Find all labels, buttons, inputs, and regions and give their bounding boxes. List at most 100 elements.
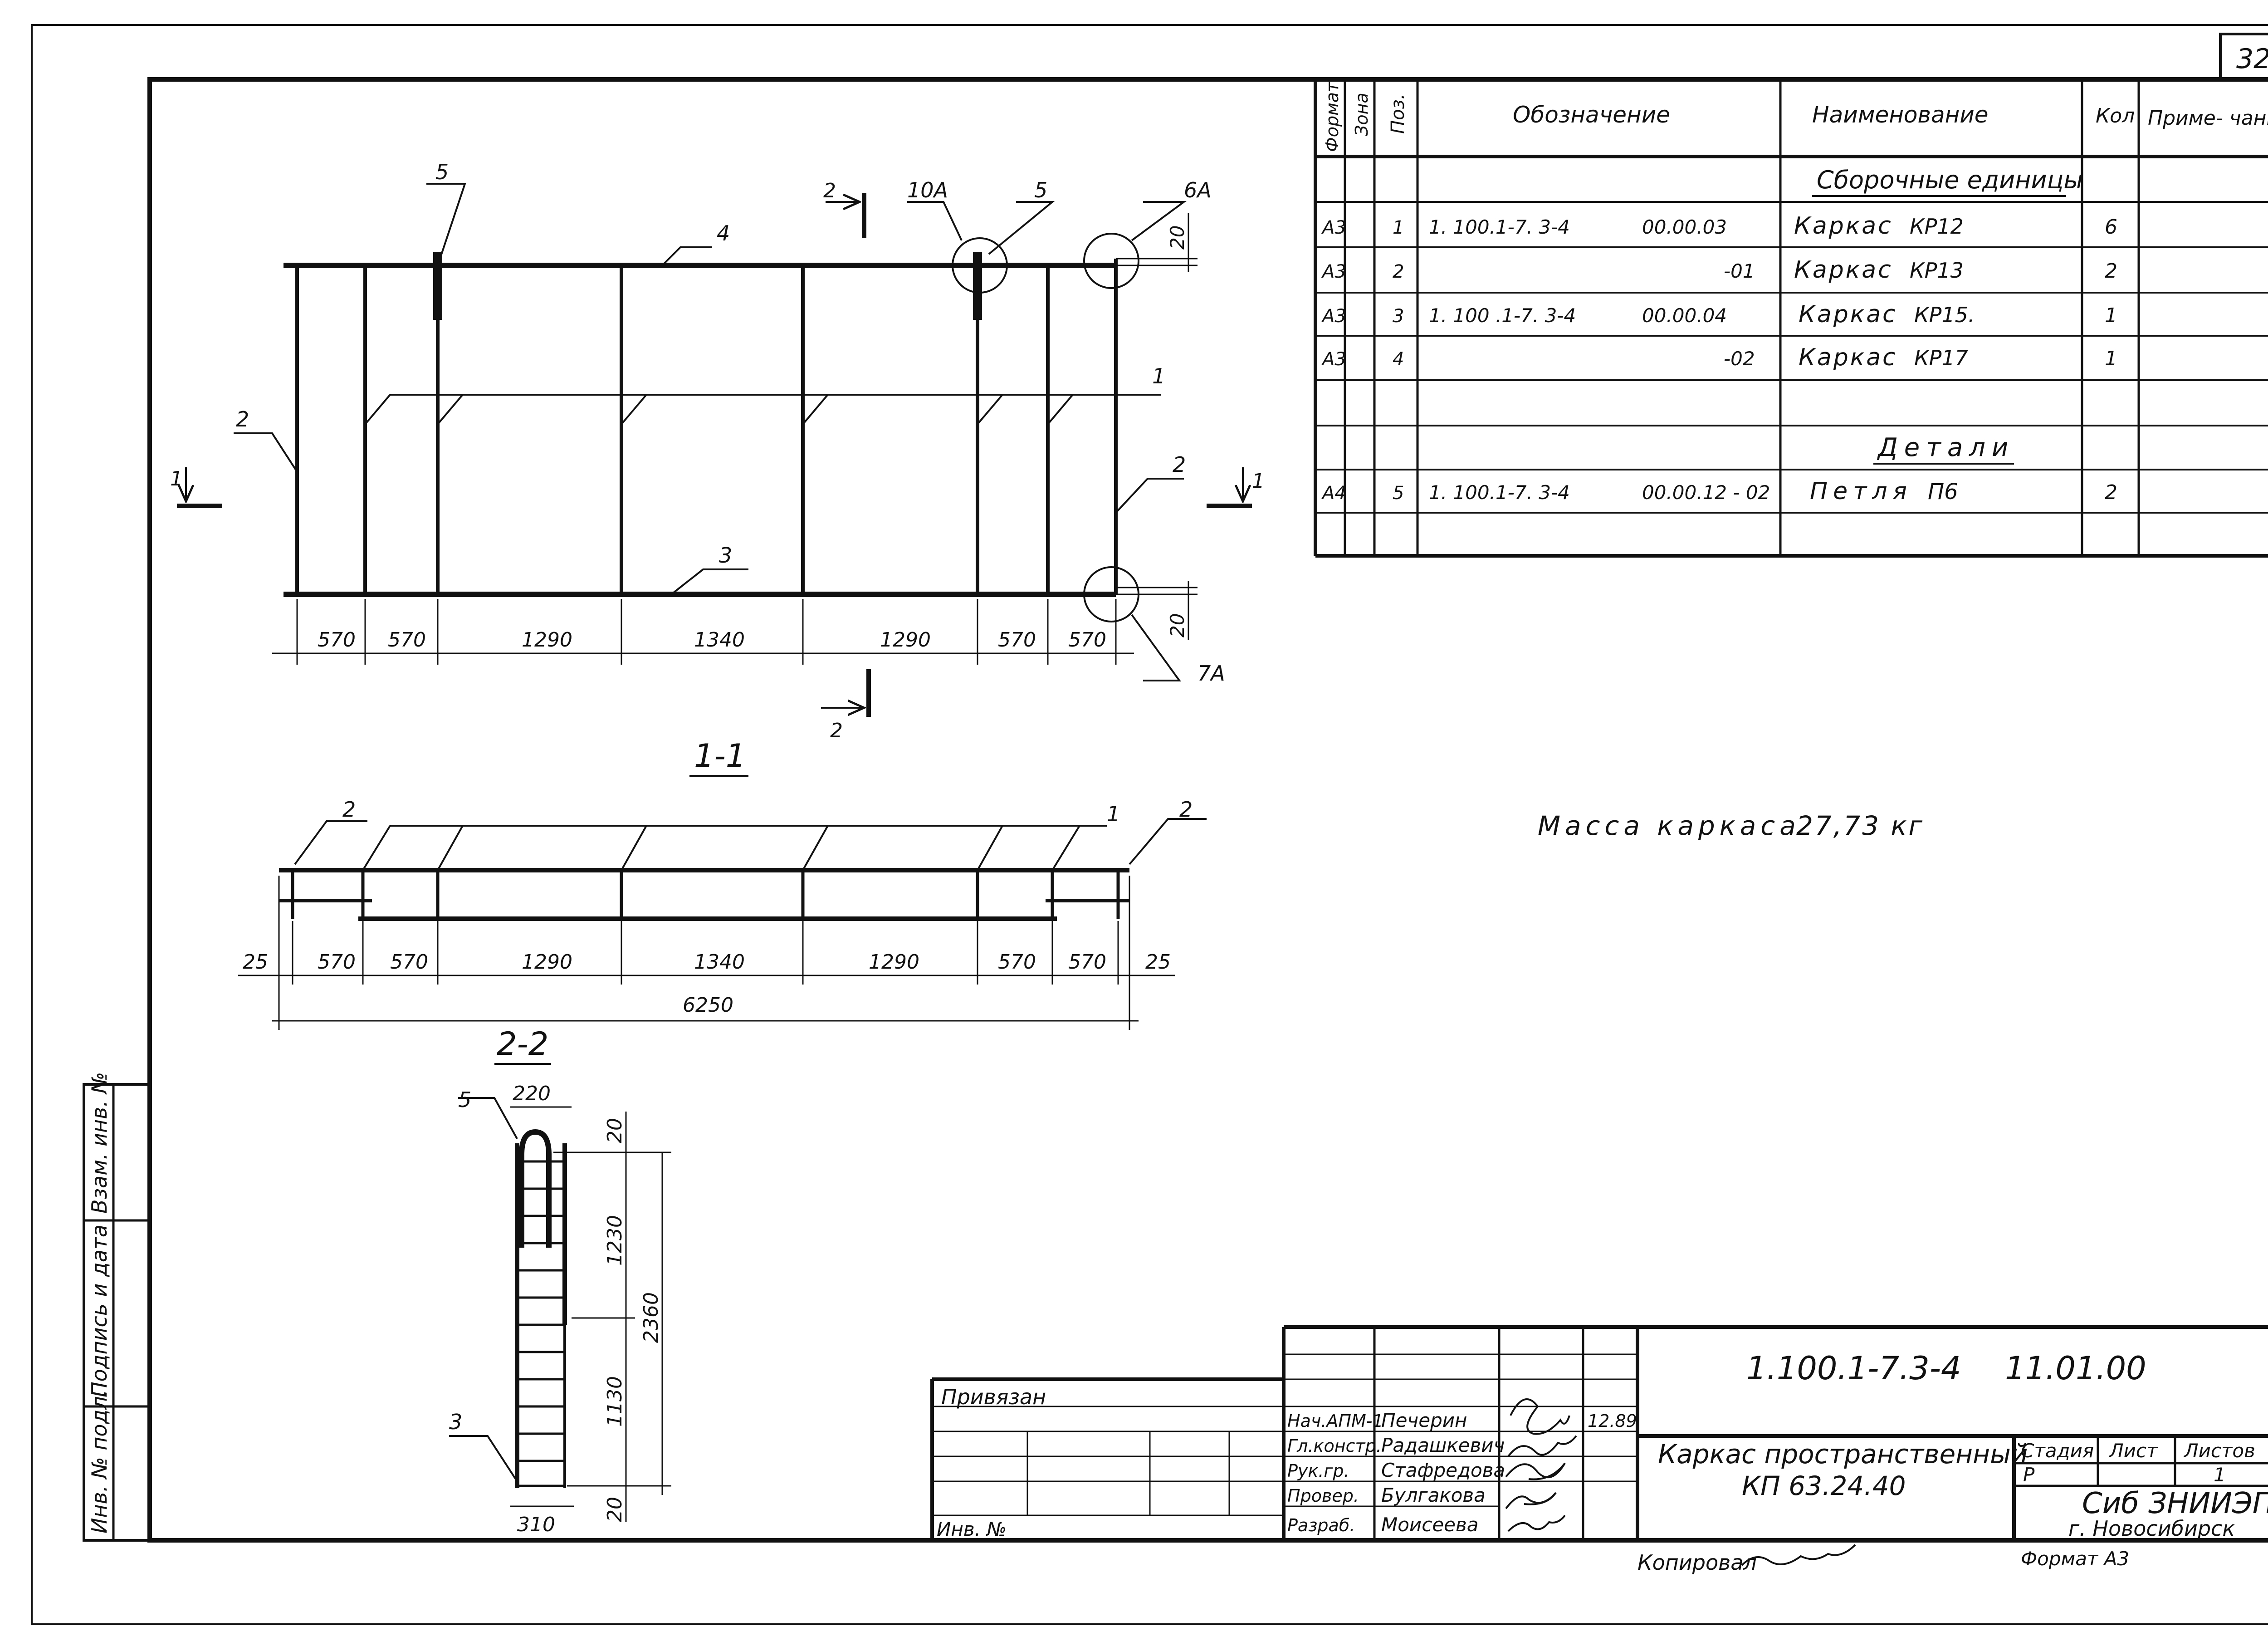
row3-qty: 1 (2105, 304, 2117, 327)
row1-pos: 1 (1393, 217, 1404, 238)
signatures (1505, 1398, 1577, 1532)
s22-dim-20-bottom: 20 (603, 1497, 626, 1522)
row5-name: Петля (1810, 478, 1912, 505)
s22-dim-1130: 1130 (603, 1376, 626, 1427)
plan-callout-6a: 6А (1184, 178, 1212, 202)
row1-code: 1. 100.1-7. 3-4 (1429, 216, 1570, 238)
tb-city: г. Новосибирск (2068, 1516, 2235, 1541)
hdr-zone: Зона (1352, 93, 1372, 136)
hdr-format: Формат (1322, 81, 1342, 152)
s11-dim-7: 570 (998, 950, 1036, 974)
plan-dim-3: 1290 (522, 628, 572, 652)
s11-dim-6: 1290 (869, 950, 919, 974)
row4-pos: 4 (1393, 349, 1404, 370)
tb-role-1: Нач.АПМ-1 (1287, 1411, 1383, 1431)
section-marker-2-top: 2 (823, 179, 836, 202)
s11-dim-8: 570 (1068, 950, 1106, 974)
plan-dim-20-top: 20 (1166, 225, 1188, 250)
s22-callout-5: 5 (458, 1088, 471, 1112)
tb-inv: Инв. № (937, 1518, 1007, 1540)
section-marker-1-right: 1 (1252, 470, 1265, 493)
plan-callout-5: 5 (435, 160, 449, 184)
stamp-sign-label: Подпись и дата (87, 1225, 112, 1397)
plan-view: 5 4 2 1 2 3 10А 5 6А 7А 20 20 570 570 12… (170, 160, 1265, 742)
section-marker-2-bottom: 2 (830, 719, 843, 742)
s22-dim-20-top: 20 (603, 1118, 626, 1143)
plan-callout-2-right: 2 (1173, 452, 1186, 477)
outer-border (31, 24, 2268, 1625)
row1-qty: 6 (2105, 216, 2117, 239)
hdr-pos: Поз. (1388, 93, 1408, 134)
plan-callout-5b: 5 (1034, 178, 1047, 202)
s22-dim-1230: 1230 (603, 1215, 626, 1266)
tb-sheets-value: 1 (2214, 1464, 2226, 1486)
stamp-replace-label: Взам. инв. № (87, 1072, 112, 1214)
plan-callout-1: 1 (1152, 364, 1165, 388)
hdr-note: Приме- чание (2148, 107, 2268, 130)
plan-callout-2-left: 2 (236, 407, 249, 431)
tb-name-3: Стафредова (1381, 1459, 1505, 1481)
tb-format: Формат А3 (2021, 1548, 2129, 1570)
tb-sheets-label: Листов (2183, 1440, 2255, 1462)
plan-callout-3: 3 (719, 543, 732, 568)
s11-dim-3: 570 (390, 950, 428, 974)
row3-format: А3 (1321, 306, 1346, 327)
row3-code: 1. 100 .1-7. 3-4 (1429, 304, 1576, 327)
plan-dim-7: 570 (1068, 628, 1106, 652)
spec-table: Формат Зона Поз. Обозначение Наименовани… (1314, 79, 2268, 558)
left-stamp: Инв. № подл. Подпись и дата Взам. инв. № (83, 1072, 151, 1542)
tb-stage-value: Р (2023, 1464, 2035, 1486)
tb-role-4: Провер. (1287, 1486, 1359, 1506)
plan-dim-6: 570 (998, 628, 1036, 652)
tb-doc-code: 1.100.1-7.3-4 (1746, 1350, 1961, 1387)
plan-dim-4: 1340 (694, 628, 745, 652)
s11-dim-2: 570 (318, 950, 356, 974)
tb-name-2: Радашкевич (1381, 1434, 1505, 1456)
plan-dim-1: 570 (318, 628, 356, 652)
hdr-name: Наименование (1812, 102, 1989, 128)
row4-suffix: -02 (1724, 348, 1755, 370)
row2-name: Каркас (1794, 256, 1893, 284)
row5-qty: 2 (2105, 481, 2117, 504)
tb-org: Сиб ЗНИИЭП (2082, 1487, 2268, 1520)
row2-suffix: -01 (1724, 260, 1755, 282)
row5-format: А4 (1321, 483, 1346, 504)
tb-role-2: Гл.констр. (1287, 1436, 1382, 1456)
row2-pos: 2 (1393, 261, 1404, 282)
row4-qty: 1 (2105, 347, 2117, 370)
s11-dim-9: 25 (1145, 950, 1171, 974)
row2-qty: 2 (2105, 260, 2117, 283)
row2-format: А3 (1321, 261, 1346, 282)
row5-pos: 5 (1393, 483, 1404, 504)
row3-name: Каркас (1799, 301, 1897, 328)
s22-dim-310: 310 (517, 1513, 555, 1536)
hdr-designation: Обозначение (1513, 102, 1670, 128)
tb-name-4: Булгакова (1381, 1484, 1486, 1506)
row2-mark: КР13 (1910, 258, 1964, 283)
title-block: Привязан Инв. № Нач.АПМ-1 Печерин Гл.кон… (930, 1325, 2268, 1575)
mass-value: 27,73 кг (1796, 810, 1924, 841)
tb-doc-title-2: КП 63.24.40 (1742, 1470, 1906, 1501)
stamp-inv-label: Инв. № подл. (87, 1390, 112, 1533)
s11-dim-5: 1340 (694, 950, 745, 974)
row5-mark: П6 (1928, 479, 1958, 505)
row1-mark: КР12 (1910, 214, 1964, 239)
section-2-2: 2-2 5 3 220 310 20 1230 1130 20 236 (449, 1025, 671, 1536)
row4-mark: КР17 (1914, 346, 1968, 370)
row3-pos: 3 (1393, 306, 1404, 327)
tb-name-1: Печерин (1381, 1409, 1467, 1431)
section-assemblies: Сборочные единицы (1817, 166, 2083, 194)
copied-signature (1741, 1544, 1856, 1566)
tb-name-5: Моисеева (1381, 1514, 1479, 1536)
tb-copied-label: Копировал (1637, 1550, 1757, 1575)
tb-date: 12.89 (1588, 1411, 1637, 1431)
s11-dim-4: 1290 (522, 950, 572, 974)
s11-total: 6250 (683, 994, 733, 1017)
s11-callout-2-left: 2 (342, 797, 356, 822)
tb-bound: Привязан (941, 1385, 1046, 1409)
tb-stage-label: Стадия (2021, 1440, 2094, 1462)
section-marker-1-left: 1 (170, 467, 183, 490)
s22-callout-3: 3 (449, 1410, 462, 1434)
row3-mark: КР15. (1914, 303, 1975, 327)
